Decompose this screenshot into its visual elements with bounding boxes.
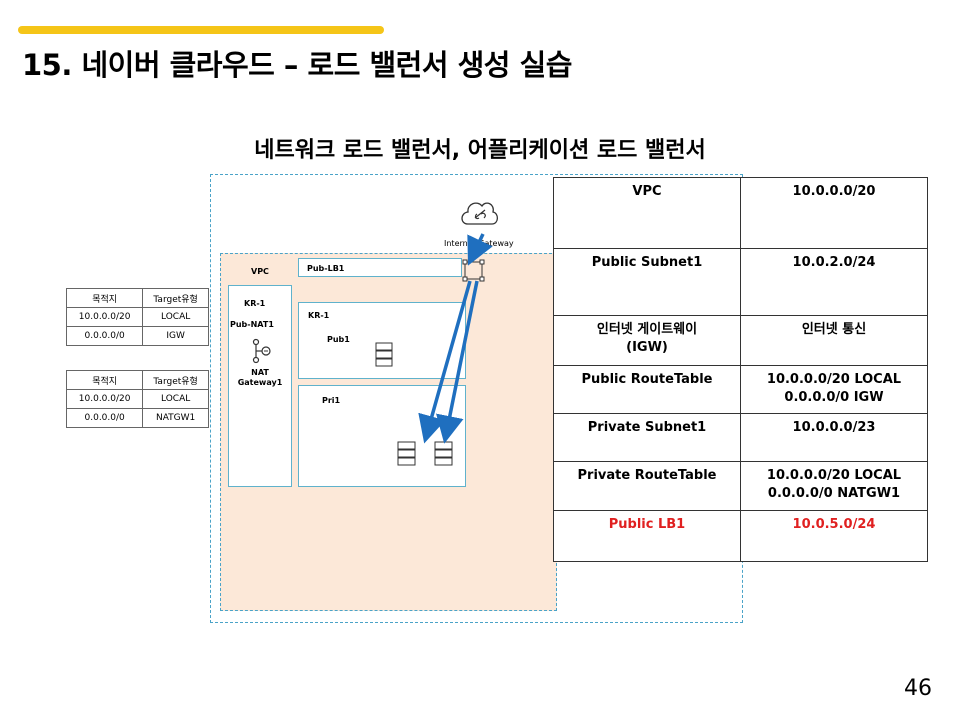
arrow-lb-to-server1 xyxy=(418,280,472,444)
table-cell: 10.0.0.0/20 xyxy=(65,389,144,409)
config-key: Private Subnet1 xyxy=(553,413,741,462)
config-key: Private RouteTable xyxy=(553,461,741,511)
nat-gateway-icon xyxy=(252,338,271,364)
title-accent-bar xyxy=(18,26,384,34)
table-row: 0.0.0.0/0 NATGW1 xyxy=(65,408,209,428)
table-row: 인터넷 게이트웨이(IGW) 인터넷 통신 xyxy=(553,315,928,366)
table-cell: 0.0.0.0/0 xyxy=(65,408,144,428)
server-icon xyxy=(375,342,393,367)
config-value: 10.0.5.0/24 xyxy=(740,510,928,562)
config-key: 인터넷 게이트웨이(IGW) xyxy=(553,315,741,366)
load-balancer-icon xyxy=(462,259,485,282)
nat-subnet-label: Pub-NAT1 xyxy=(230,320,274,329)
table-cell: 10.0.0.0/20 xyxy=(65,307,144,327)
public-route-table: 목적지 Target유형 10.0.0.0/20 LOCAL 0.0.0.0/0… xyxy=(65,288,209,346)
cloud-icon xyxy=(461,202,499,225)
config-value: 인터넷 통신 xyxy=(740,315,928,366)
config-key: VPC xyxy=(553,177,741,249)
config-key: Public LB1 xyxy=(553,510,741,562)
config-key: Public RouteTable xyxy=(553,365,741,414)
private-route-table: 목적지 Target유형 10.0.0.0/20 LOCAL 0.0.0.0/0… xyxy=(65,370,209,428)
vpc-label: VPC xyxy=(251,267,269,276)
table-header: Target유형 xyxy=(142,370,209,390)
table-cell: LOCAL xyxy=(142,389,209,409)
diagram-subtitle: 네트워크 로드 밸런서, 어플리케이션 로드 밸런서 xyxy=(254,138,706,163)
slide-title: 15. 네이버 클라우드 – 로드 밸런서 생성 실습 xyxy=(22,48,572,82)
arrow-igw-to-lb xyxy=(467,233,493,266)
table-row: 10.0.0.0/20 LOCAL xyxy=(65,307,209,327)
arrow-lb-to-server2 xyxy=(436,280,479,444)
load-balancer-box xyxy=(298,258,462,277)
config-key: Public Subnet1 xyxy=(553,248,741,316)
config-value: 10.0.0.0/20 xyxy=(740,177,928,249)
table-cell: NATGW1 xyxy=(142,408,209,428)
nat-gateway-label: NAT Gateway1 xyxy=(237,368,283,387)
server-icon xyxy=(434,441,453,466)
load-balancer-label: Pub-LB1 xyxy=(307,264,345,273)
public-subnet-label: Pub1 xyxy=(327,335,350,344)
table-header: Target유형 xyxy=(142,288,209,308)
table-row: Private Subnet1 10.0.0.0/23 xyxy=(553,413,928,462)
table-cell: 0.0.0.0/0 xyxy=(65,326,144,346)
page-number: 46 xyxy=(904,676,932,701)
table-row: 목적지 Target유형 xyxy=(65,370,209,390)
server-icon xyxy=(397,441,416,466)
nat-subnet xyxy=(228,285,292,487)
table-row: 0.0.0.0/0 IGW xyxy=(65,326,209,346)
table-header: 목적지 xyxy=(65,288,144,308)
table-cell: IGW xyxy=(142,326,209,346)
table-header: 목적지 xyxy=(65,370,144,390)
network-config-table: VPC 10.0.0.0/20 Public Subnet1 10.0.2.0/… xyxy=(553,177,928,562)
table-row: VPC 10.0.0.0/20 xyxy=(553,177,928,249)
nat-zone-label: KR-1 xyxy=(244,299,266,308)
table-cell: LOCAL xyxy=(142,307,209,327)
table-row: 목적지 Target유형 xyxy=(65,288,209,308)
table-row: Public Subnet1 10.0.2.0/24 xyxy=(553,248,928,316)
private-subnet-label: Pri1 xyxy=(322,396,341,405)
public-zone-label: KR-1 xyxy=(308,311,330,320)
table-row: Public LB1 10.0.5.0/24 xyxy=(553,510,928,562)
table-row: 10.0.0.0/20 LOCAL xyxy=(65,389,209,409)
config-value: 10.0.2.0/24 xyxy=(740,248,928,316)
config-value: 10.0.0.0/23 xyxy=(740,413,928,462)
